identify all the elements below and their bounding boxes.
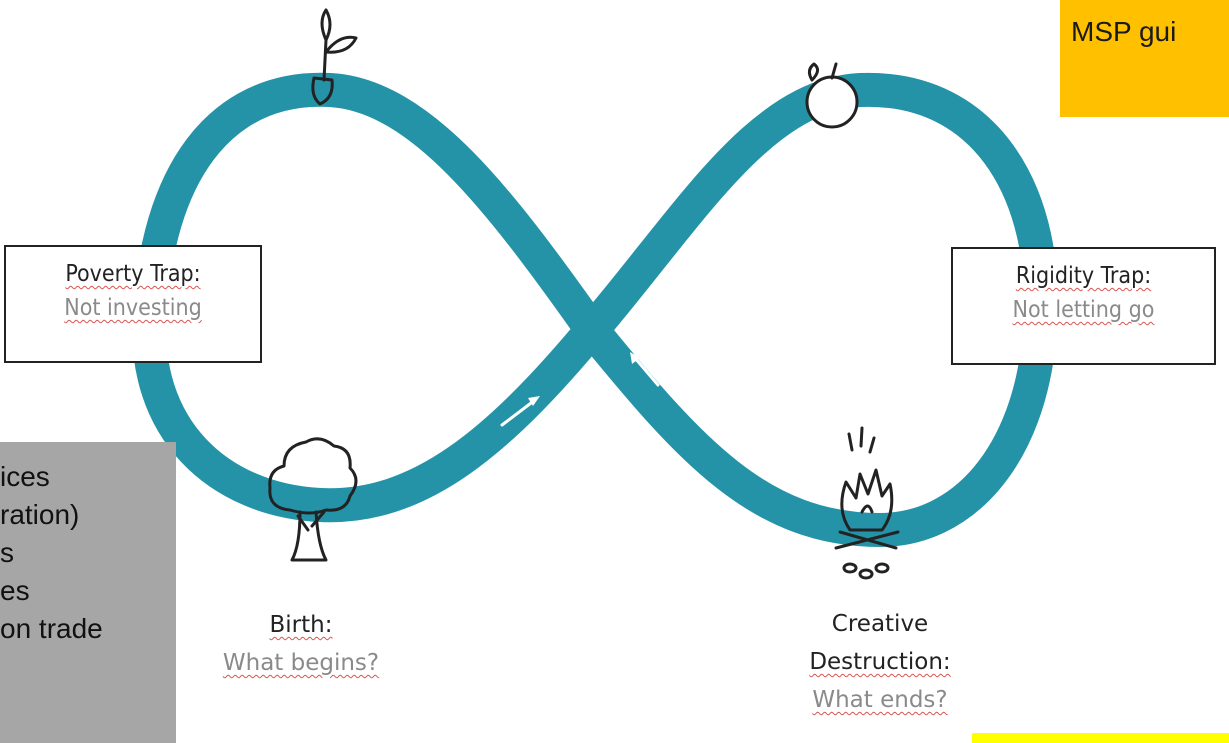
- grey-overlay-list: ices ration) s es on trade: [0, 458, 103, 648]
- list-item: es: [0, 575, 30, 606]
- destruction-question: What ends?: [812, 687, 948, 713]
- msp-overlay-box: [1060, 0, 1229, 117]
- rigidity-trap-subtitle: Not letting go: [1012, 297, 1155, 323]
- sprout-icon: [311, 8, 358, 106]
- infinity-loop: [132, 72, 1058, 547]
- birth-question: What begins?: [222, 650, 380, 676]
- birth-label: Birth: What begins?: [196, 606, 406, 682]
- campfire-icon: [834, 426, 900, 580]
- list-item: s: [0, 537, 14, 568]
- msp-overlay-text: MSP gui: [1071, 16, 1177, 47]
- yellow-overlay-strip: [972, 733, 1229, 743]
- rigidity-trap-box: Rigidity Trap: Not letting go: [951, 247, 1216, 365]
- apple-icon: [805, 62, 859, 129]
- creative-destruction-label: Creative Destruction: What ends?: [785, 605, 975, 719]
- list-item: ices: [0, 461, 50, 492]
- destruction-title-line1: Creative: [831, 611, 929, 637]
- poverty-trap-title: Poverty Trap:: [65, 261, 201, 287]
- poverty-trap-subtitle: Not investing: [64, 295, 202, 321]
- grey-overlay-panel: [0, 442, 176, 743]
- poverty-trap-box: Poverty Trap: Not investing: [4, 245, 262, 363]
- destruction-title-line2: Destruction:: [809, 649, 951, 675]
- flow-arrow-icon: [630, 352, 660, 387]
- list-item: ration): [0, 499, 80, 530]
- birth-title: Birth:: [269, 612, 333, 638]
- tree-icon: [268, 437, 358, 562]
- list-item: on trade: [0, 613, 103, 644]
- flow-arrow-icon: [500, 396, 540, 427]
- rigidity-trap-title: Rigidity Trap:: [1015, 263, 1152, 289]
